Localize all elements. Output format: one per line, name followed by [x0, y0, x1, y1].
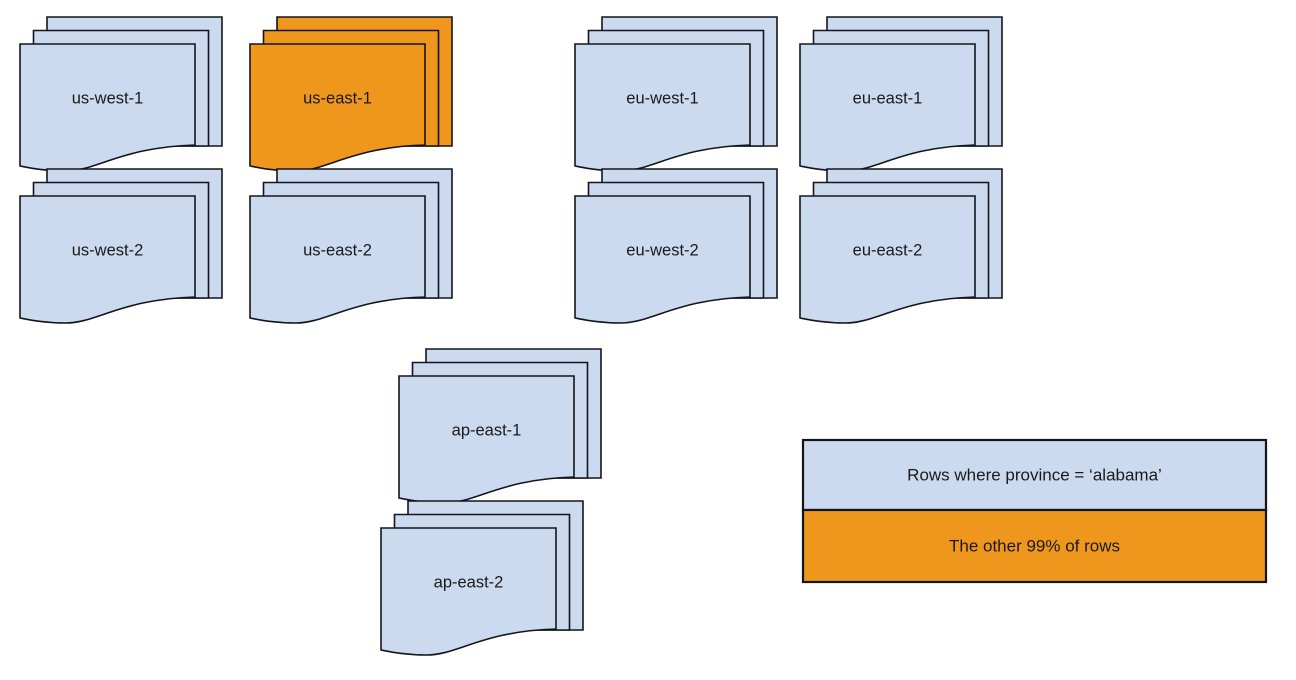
legend: Rows where province = ‘alabama’ The other…	[801, 438, 1268, 584]
legend-row-blue-label: Rows where province = ‘alabama’	[907, 465, 1162, 484]
stack-sheet-front	[249, 195, 426, 324]
document-stack-label: us-west-2	[72, 241, 144, 259]
document-stack-label: us-east-2	[303, 241, 372, 259]
document-stack-label: eu-east-2	[853, 241, 923, 259]
document-stack-label: eu-west-2	[626, 241, 698, 259]
document-stack-us-west-2[interactable]: us-west-2	[19, 168, 223, 324]
document-stack-eu-west-2[interactable]: eu-west-2	[574, 168, 778, 324]
legend-row-orange-swatch	[801, 508, 1268, 584]
document-stack-ap-east-1[interactable]: ap-east-1	[398, 348, 602, 504]
stack-sheet-front	[19, 43, 196, 172]
document-stack-label: ap-east-2	[434, 573, 504, 591]
document-stack-us-east-1[interactable]: us-east-1	[249, 16, 453, 172]
document-stack-eu-east-2[interactable]: eu-east-2	[799, 168, 1003, 324]
document-stack-us-east-2[interactable]: us-east-2	[249, 168, 453, 324]
document-stack-us-west-1[interactable]: us-west-1	[19, 16, 223, 172]
stack-sheet-front	[398, 375, 575, 504]
stack-sheet-front	[249, 43, 426, 172]
document-stack-label: eu-east-1	[853, 89, 923, 107]
legend-row-orange-label: The other 99% of rows	[949, 536, 1120, 555]
document-stack-group-layer: us-west-1 us-east-1 eu-west-1 eu-east-1 us-w…	[19, 16, 1003, 656]
stack-sheet-front	[574, 43, 751, 172]
document-stack-eu-east-1[interactable]: eu-east-1	[799, 16, 1003, 172]
document-stack-label: eu-west-1	[626, 89, 698, 107]
stack-sheet-front	[799, 43, 976, 172]
document-stack-eu-west-1[interactable]: eu-west-1	[574, 16, 778, 172]
document-stack-label: us-west-1	[72, 89, 144, 107]
legend-row-blue-swatch	[801, 438, 1268, 512]
stack-sheet-front	[380, 527, 557, 656]
document-stack-label: ap-east-1	[452, 421, 522, 439]
stack-sheet-front	[799, 195, 976, 324]
stack-sheet-front	[19, 195, 196, 324]
stack-sheet-front	[574, 195, 751, 324]
document-stack-label: us-east-1	[303, 89, 372, 107]
document-stack-ap-east-2[interactable]: ap-east-2	[380, 500, 584, 656]
